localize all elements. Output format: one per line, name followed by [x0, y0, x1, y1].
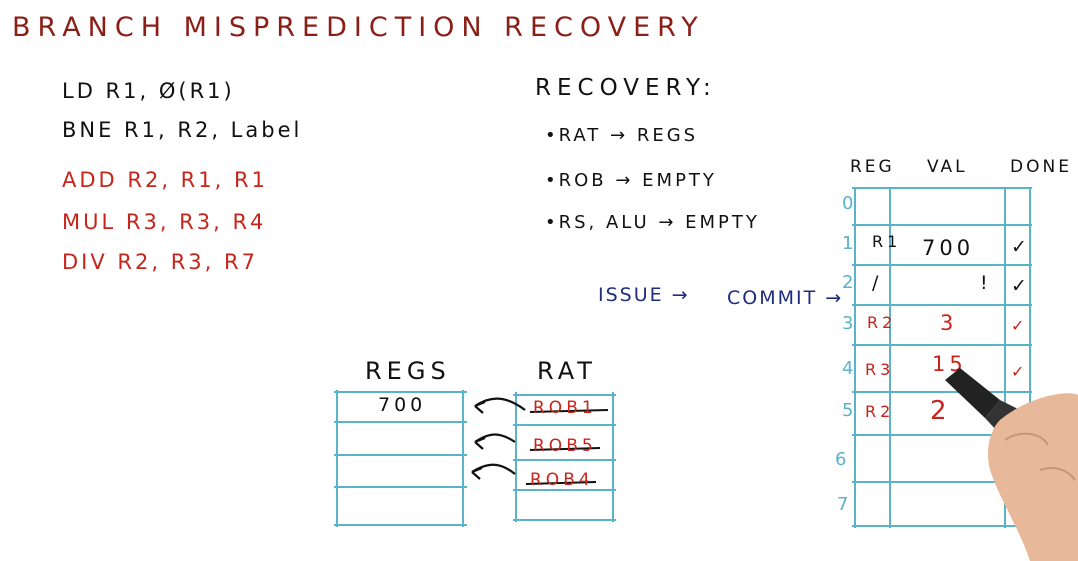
code-line-ld: LD R1, Ø(R1) — [62, 79, 235, 103]
commit-label: COMMIT → — [727, 287, 844, 309]
rob-index-6: 6 — [835, 449, 851, 470]
rob-row-4-reg: R3 — [865, 360, 895, 379]
rob-index-1: 1 — [842, 233, 858, 254]
rat-row-1-value: ROB1 — [533, 398, 597, 418]
code-line-bne: BNE R1, R2, Label — [62, 118, 303, 142]
rob-index-3: 3 — [842, 313, 858, 334]
rob-row-3-val: 3 — [940, 311, 958, 335]
issue-label: ISSUE → — [598, 284, 690, 306]
code-line-div: DIV R2, R3, R7 — [62, 250, 258, 274]
rat-row-2-value: ROB5 — [533, 436, 597, 456]
rob-index-0: 0 — [842, 193, 858, 214]
rob-row-2-val: ! — [980, 272, 992, 294]
rob-row-5-reg: R2 — [865, 402, 895, 421]
rat-title: RAT — [537, 357, 597, 385]
rob-index-5: 5 — [842, 400, 858, 421]
rob-row-3-reg: R2 — [867, 313, 897, 332]
rob-row-2-done: ✓ — [1011, 275, 1031, 297]
rob-row-1-val: 700 — [922, 236, 975, 260]
rat-row-3-value: ROB4 — [530, 470, 594, 490]
rob-row-1-reg: R1 — [872, 232, 902, 251]
recovery-item-rs: •RS, ALU → EMPTY — [545, 212, 760, 233]
regs-row-1-value: 700 — [378, 394, 427, 416]
rob-row-1-done: ✓ — [1011, 236, 1031, 258]
rob-index-2: 2 — [842, 272, 858, 293]
regs-title: REGS — [365, 357, 451, 385]
rob-header-done: DONE — [1010, 157, 1072, 177]
rob-row-3-done: ✓ — [1011, 316, 1029, 335]
recovery-item-rat: •RAT → REGS — [545, 125, 699, 146]
rob-index-4: 4 — [842, 358, 858, 379]
rob-header-reg: REG — [850, 157, 895, 177]
rob-header-val: VAL — [927, 157, 968, 177]
rob-row-2-reg: / — [872, 272, 883, 294]
page-title: BRANCH MISPREDICTION RECOVERY — [12, 12, 705, 43]
code-line-add: ADD R2, R1, R1 — [62, 168, 268, 192]
rob-row-5-val: 2 — [930, 396, 951, 426]
recovery-title: RECOVERY: — [535, 75, 717, 101]
rob-row-4-done: ✓ — [1011, 362, 1029, 381]
rob-index-7: 7 — [837, 494, 853, 515]
code-line-mul: MUL R3, R3, R4 — [62, 210, 267, 234]
recovery-item-rob: •ROB → EMPTY — [545, 170, 717, 191]
